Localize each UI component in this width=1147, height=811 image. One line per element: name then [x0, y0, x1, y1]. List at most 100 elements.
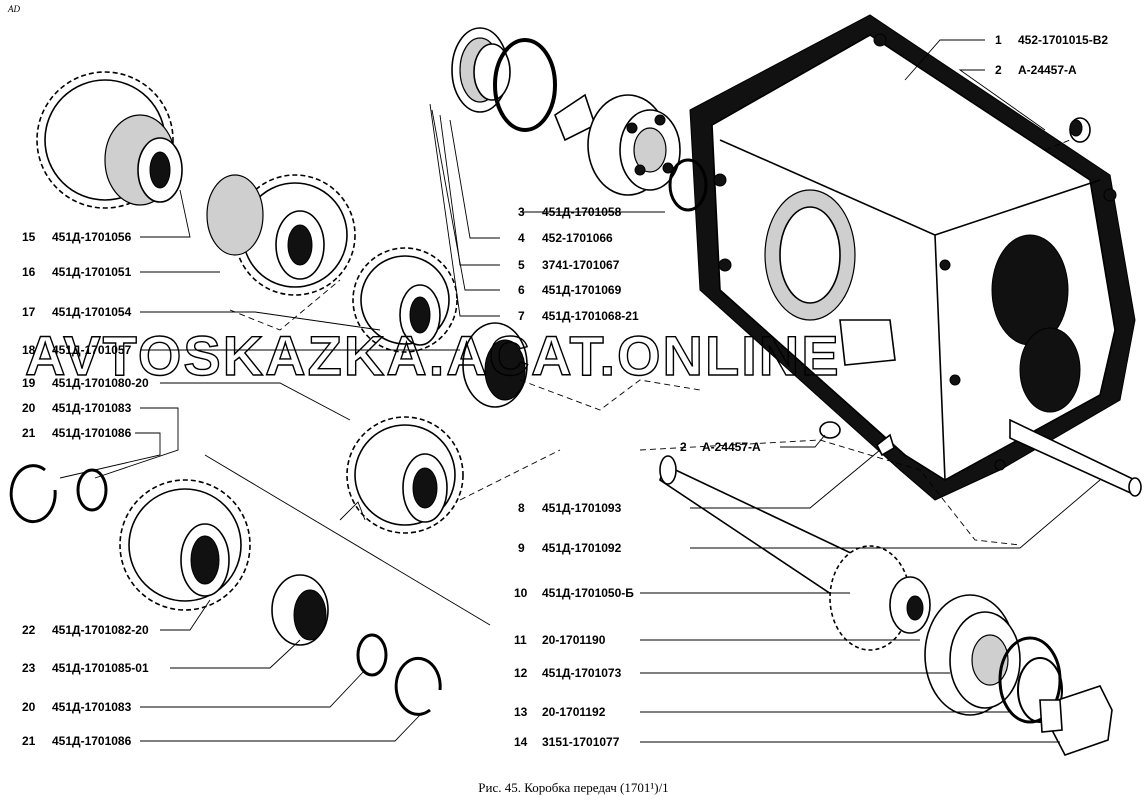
svg-text:8: 8	[518, 501, 525, 515]
svg-text:451Д-1701093: 451Д-1701093	[542, 501, 622, 515]
callout-23: 23 451Д-1701085-01	[22, 661, 149, 675]
svg-text:16: 16	[22, 265, 36, 279]
callout-2-top: 2 А-24457-А	[995, 63, 1077, 77]
svg-text:451Д-1701051: 451Д-1701051	[52, 265, 132, 279]
bearing-11	[924, 594, 1021, 716]
svg-text:15: 15	[22, 230, 36, 244]
svg-text:451Д-1701056: 451Д-1701056	[52, 230, 132, 244]
callout-6: 6 451Д-1701069	[518, 283, 622, 297]
callout-20-bottom: 20 451Д-1701083	[22, 700, 132, 714]
drain-plug-top	[1069, 117, 1091, 143]
svg-text:3741-1701067: 3741-1701067	[542, 258, 620, 272]
callout-14: 14 3151-1701077	[514, 735, 620, 749]
svg-text:12: 12	[514, 666, 528, 680]
callout-21-bottom: 21 451Д-1701086	[22, 734, 132, 748]
callout-11: 11 20-1701190	[514, 633, 606, 647]
svg-text:451Д-1701083: 451Д-1701083	[52, 700, 132, 714]
svg-text:451Д-1701092: 451Д-1701092	[542, 541, 622, 555]
callout-16: 16 451Д-1701051	[22, 265, 132, 279]
svg-text:21: 21	[22, 426, 36, 440]
svg-text:14: 14	[514, 735, 528, 749]
svg-text:21: 21	[22, 734, 36, 748]
gear-22	[119, 479, 251, 611]
svg-text:10: 10	[514, 586, 528, 600]
callout-8: 8 451Д-1701093	[518, 501, 622, 515]
svg-text:20: 20	[22, 401, 36, 415]
gear-16	[206, 174, 356, 296]
callout-5: 5 3741-1701067	[518, 258, 620, 272]
svg-text:9: 9	[518, 541, 525, 555]
bolt-14	[1039, 685, 1113, 756]
svg-text:19: 19	[22, 376, 36, 390]
svg-text:451Д-1701073: 451Д-1701073	[542, 666, 622, 680]
callout-21-top: 21 451Д-1701086	[22, 426, 132, 440]
callout-3: 3 451Д-1701058	[518, 205, 622, 219]
watermark-text: AVTOSKAZKA.ACAT.ONLINE	[25, 324, 841, 387]
svg-text:451Д-1701083: 451Д-1701083	[52, 401, 132, 415]
svg-text:5: 5	[518, 258, 525, 272]
gear-10	[889, 576, 931, 634]
svg-text:452-1701066: 452-1701066	[542, 231, 613, 245]
svg-text:451Д-1701068-21: 451Д-1701068-21	[542, 309, 639, 323]
svg-text:451Д-1701086: 451Д-1701086	[52, 426, 132, 440]
needle-bearing-23	[271, 574, 329, 646]
svg-text:451Д-1701057: 451Д-1701057	[52, 343, 132, 357]
circlips-and-washers	[9, 464, 442, 716]
output-shaft	[1009, 418, 1142, 497]
callout-18: 18 451Д-1701057	[22, 343, 132, 357]
svg-text:11: 11	[514, 633, 527, 647]
callout-13: 13 20-1701192	[514, 705, 606, 719]
svg-text:20: 20	[22, 700, 36, 714]
gearbox-housing	[689, 14, 1136, 501]
callout-15: 15 451Д-1701056	[22, 230, 132, 244]
callout-2-middle: 2 А-24457-А	[680, 440, 761, 454]
svg-text:А-24457-А: А-24457-А	[1018, 63, 1077, 77]
svg-text:451Д-1701085-01: 451Д-1701085-01	[52, 661, 149, 675]
svg-text:6: 6	[518, 283, 525, 297]
svg-text:451Д-1701050-Б: 451Д-1701050-Б	[542, 586, 634, 600]
svg-text:451Д-1701058: 451Д-1701058	[542, 205, 622, 219]
callout-1: 1 452-1701015-В2	[995, 33, 1108, 47]
svg-text:А-24457-А: А-24457-А	[702, 440, 761, 454]
corner-mark: AD	[8, 4, 20, 14]
svg-text:452-1701015-В2: 452-1701015-В2	[1018, 33, 1108, 47]
svg-text:7: 7	[518, 309, 525, 323]
seal-assembly	[451, 27, 708, 212]
callout-10: 10 451Д-1701050-Б	[514, 586, 634, 600]
countershaft-9	[659, 455, 911, 651]
svg-text:451Д-1701069: 451Д-1701069	[542, 283, 622, 297]
figure-caption: Рис. 45. Коробка передач (1701¹)/1	[478, 780, 669, 795]
svg-text:2: 2	[995, 63, 1002, 77]
svg-text:20-1701192: 20-1701192	[542, 705, 606, 719]
o-ring	[668, 158, 708, 212]
callout-4: 4 452-1701066	[518, 231, 613, 245]
svg-text:3: 3	[518, 205, 525, 219]
callout-9: 9 451Д-1701092	[518, 541, 622, 555]
gear-17	[352, 247, 458, 353]
callout-17: 17 451Д-1701054	[22, 305, 132, 319]
svg-text:13: 13	[514, 705, 528, 719]
svg-text:23: 23	[22, 661, 36, 675]
gear-15	[36, 71, 183, 209]
svg-text:2: 2	[680, 440, 687, 454]
svg-text:4: 4	[518, 231, 525, 245]
gear-19	[346, 416, 464, 534]
small-plug-8	[819, 421, 895, 457]
callout-12: 12 451Д-1701073	[514, 666, 622, 680]
svg-text:1: 1	[995, 33, 1002, 47]
svg-text:17: 17	[22, 305, 36, 319]
washer-12-13	[998, 636, 1063, 724]
svg-text:451Д-1701054: 451Д-1701054	[52, 305, 132, 319]
svg-text:3151-1701077: 3151-1701077	[542, 735, 620, 749]
callout-20-top: 20 451Д-1701083	[22, 401, 132, 415]
svg-text:451Д-1701086: 451Д-1701086	[52, 734, 132, 748]
snap-ring	[493, 38, 557, 132]
callout-7: 7 451Д-1701068-21	[518, 309, 639, 323]
leader-lines	[59, 39, 1101, 743]
svg-text:20-1701190: 20-1701190	[542, 633, 606, 647]
svg-text:18: 18	[22, 343, 36, 357]
